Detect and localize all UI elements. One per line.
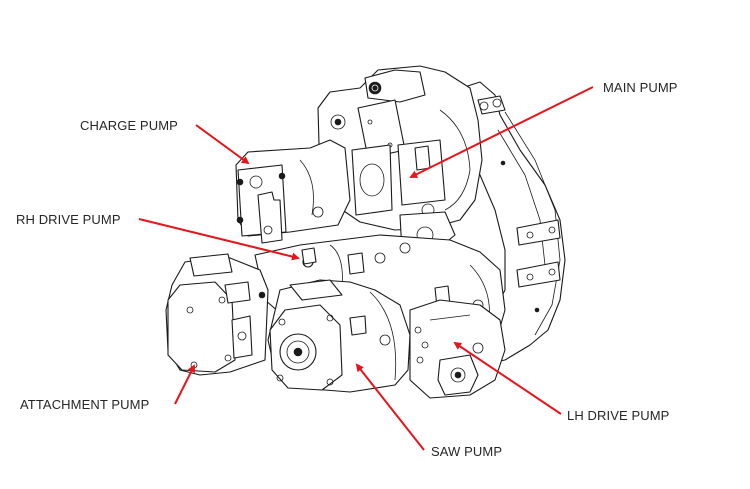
saw-pump-body	[267, 279, 411, 393]
label-attachment-pump: ATTACHMENT PUMP	[20, 397, 150, 412]
main-pump-arrow	[409, 86, 594, 178]
label-lh-drive-pump: LH DRIVE PUMP	[567, 408, 670, 423]
attachment-pump-body	[165, 253, 269, 376]
lh-drive-pump-arrow	[453, 341, 562, 415]
saw-pump-arrow	[355, 363, 425, 451]
main-pump-body	[317, 65, 483, 231]
label-charge-pump: CHARGE PUMP	[80, 118, 178, 133]
charge-pump-arrow	[195, 124, 250, 165]
attachment-pump-arrow	[174, 364, 195, 405]
label-saw-pump: SAW PUMP	[431, 444, 503, 459]
lh-drive-pump-body	[409, 299, 506, 399]
label-rh-drive-pump: RH DRIVE PUMP	[16, 212, 121, 227]
charge-pump-body	[235, 139, 351, 244]
rh-drive-pump-arrow	[138, 218, 300, 261]
label-main-pump: MAIN PUMP	[603, 80, 678, 95]
